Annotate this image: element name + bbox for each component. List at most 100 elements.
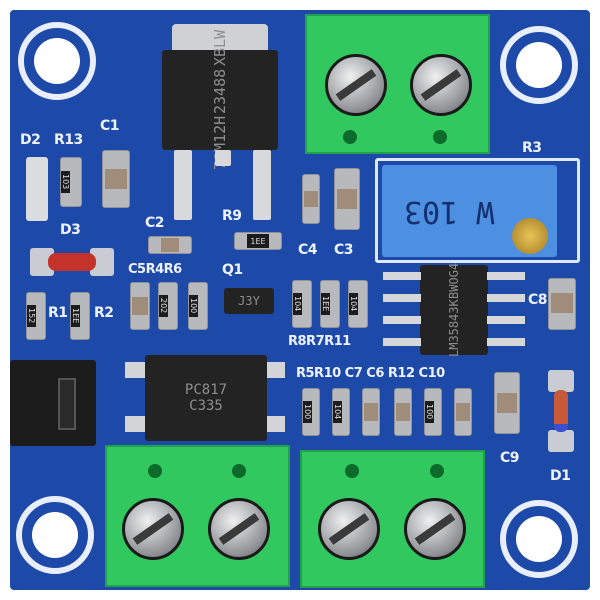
diode-d1 — [554, 390, 568, 432]
terminal-hole — [345, 464, 359, 478]
pot-adjust-screw[interactable] — [512, 218, 548, 254]
capacitor-c1 — [102, 150, 130, 208]
ic-pins-right — [487, 272, 525, 348]
resistor-code: 1EE — [247, 234, 269, 248]
diode-pad — [548, 430, 574, 452]
label-r5-r10-c7-c6-r12-c10: R5R10 C7 C6 R12 C10 — [296, 366, 445, 381]
capacitor-body — [497, 393, 517, 413]
regulator-lead — [253, 150, 271, 220]
transistor-q1: J3Y — [224, 288, 274, 314]
screw-terminal[interactable] — [208, 498, 270, 560]
pot-outline — [375, 158, 580, 263]
capacitor-c5 — [130, 282, 150, 330]
resistor-r7: 1EE — [320, 280, 340, 328]
capacitor-body — [105, 169, 127, 189]
mounting-hole — [18, 22, 96, 100]
capacitor-c9 — [494, 372, 520, 434]
capacitor-body — [161, 238, 179, 252]
resistor-code: 103 — [61, 171, 70, 193]
regulator-marking: XBLW — [211, 30, 229, 67]
resistor-code: 152 — [27, 305, 36, 327]
mounting-hole — [16, 496, 94, 574]
resistor-r11: 104 — [348, 280, 368, 328]
regulator-lead — [174, 150, 192, 220]
capacitor-body — [337, 189, 357, 209]
capacitor-c4 — [302, 174, 320, 224]
capacitor-c10 — [454, 388, 472, 436]
resistor-code: 100 — [425, 401, 434, 423]
regulator-marking: 23488 — [211, 68, 229, 114]
resistor-r2: 1EE — [70, 292, 90, 340]
diode-d3 — [48, 253, 96, 271]
resistor-r4: 202 — [158, 282, 178, 330]
screw-terminal[interactable] — [122, 498, 184, 560]
label-r1: R1 — [48, 305, 68, 321]
opamp-marking: BWOG4 — [447, 263, 461, 300]
screw-terminal[interactable] — [410, 54, 472, 116]
screw-terminal[interactable] — [325, 54, 387, 116]
label-d3: D3 — [60, 222, 81, 238]
label-r2: R2 — [94, 305, 114, 321]
capacitor-c8 — [548, 278, 576, 330]
pot-marking: W 103 — [404, 193, 495, 229]
opamp-marking: 43K — [447, 299, 461, 321]
resistor-code: 104 — [349, 293, 358, 315]
opto-marking: C335 — [189, 398, 223, 414]
opto-marking: PC817 — [184, 382, 228, 398]
capacitor-c2 — [148, 236, 192, 254]
capacitor-body — [364, 403, 378, 421]
terminal-hole — [232, 464, 246, 478]
resistor-r5: 100 — [302, 388, 320, 436]
capacitor-body — [456, 403, 470, 421]
label-c1: C1 — [100, 118, 120, 134]
voltage-regulator: 78M12H 23488 XBLW — [162, 30, 278, 170]
jumper-cap[interactable] — [58, 378, 76, 430]
resistor-code: 1EE — [321, 293, 330, 315]
capacitor-c6 — [394, 388, 412, 436]
resistor-r13: 103 — [60, 157, 82, 207]
resistor-code: 100 — [189, 295, 198, 317]
mounting-hole — [500, 26, 578, 104]
label-r9: R9 — [222, 208, 242, 224]
capacitor-body — [304, 191, 318, 207]
label-c2: C2 — [145, 215, 165, 231]
label-d1: D1 — [550, 468, 571, 484]
resistor-code: 104 — [333, 401, 342, 423]
transistor-marking: J3Y — [238, 294, 260, 308]
terminal-hole — [148, 464, 162, 478]
jumper-header[interactable] — [10, 360, 96, 446]
terminal-hole — [430, 464, 444, 478]
resistor-code: 1EE — [71, 305, 80, 327]
label-c5-r4-r6: C5R4R6 — [128, 262, 182, 277]
capacitor-body — [132, 297, 148, 315]
resistor-r6: 100 — [188, 282, 208, 330]
screw-terminal[interactable] — [404, 498, 466, 560]
led-d2 — [26, 157, 48, 221]
resistor-r9: 1EE — [234, 232, 282, 250]
opamp-lm358: LM358 43K BWOG4 — [420, 263, 488, 357]
terminal-hole — [433, 130, 447, 144]
capacitor-c7 — [362, 388, 380, 436]
capacitor-body — [551, 293, 573, 313]
resistor-code: 202 — [159, 295, 168, 317]
terminal-hole — [343, 130, 357, 144]
label-r3: R3 — [522, 140, 542, 156]
label-c4: C4 — [298, 242, 318, 258]
regulator-lead — [215, 150, 231, 166]
resistor-r12: 100 — [424, 388, 442, 436]
label-d2: D2 — [20, 132, 41, 148]
diode-pad — [548, 370, 574, 392]
mounting-hole — [500, 500, 578, 578]
label-r13: R13 — [54, 132, 83, 148]
optocoupler-pc817: PC817 C335 — [145, 355, 267, 441]
resistor-r10: 104 — [332, 388, 350, 436]
label-c9: C9 — [500, 450, 520, 466]
ic-pins-left — [383, 272, 421, 348]
resistor-code: 100 — [303, 401, 312, 423]
resistor-r8: 104 — [292, 280, 312, 328]
opamp-marking: LM358 — [447, 320, 461, 357]
capacitor-body — [396, 403, 410, 421]
label-q1: Q1 — [222, 262, 243, 278]
label-c3: C3 — [334, 242, 354, 258]
screw-terminal[interactable] — [318, 498, 380, 560]
